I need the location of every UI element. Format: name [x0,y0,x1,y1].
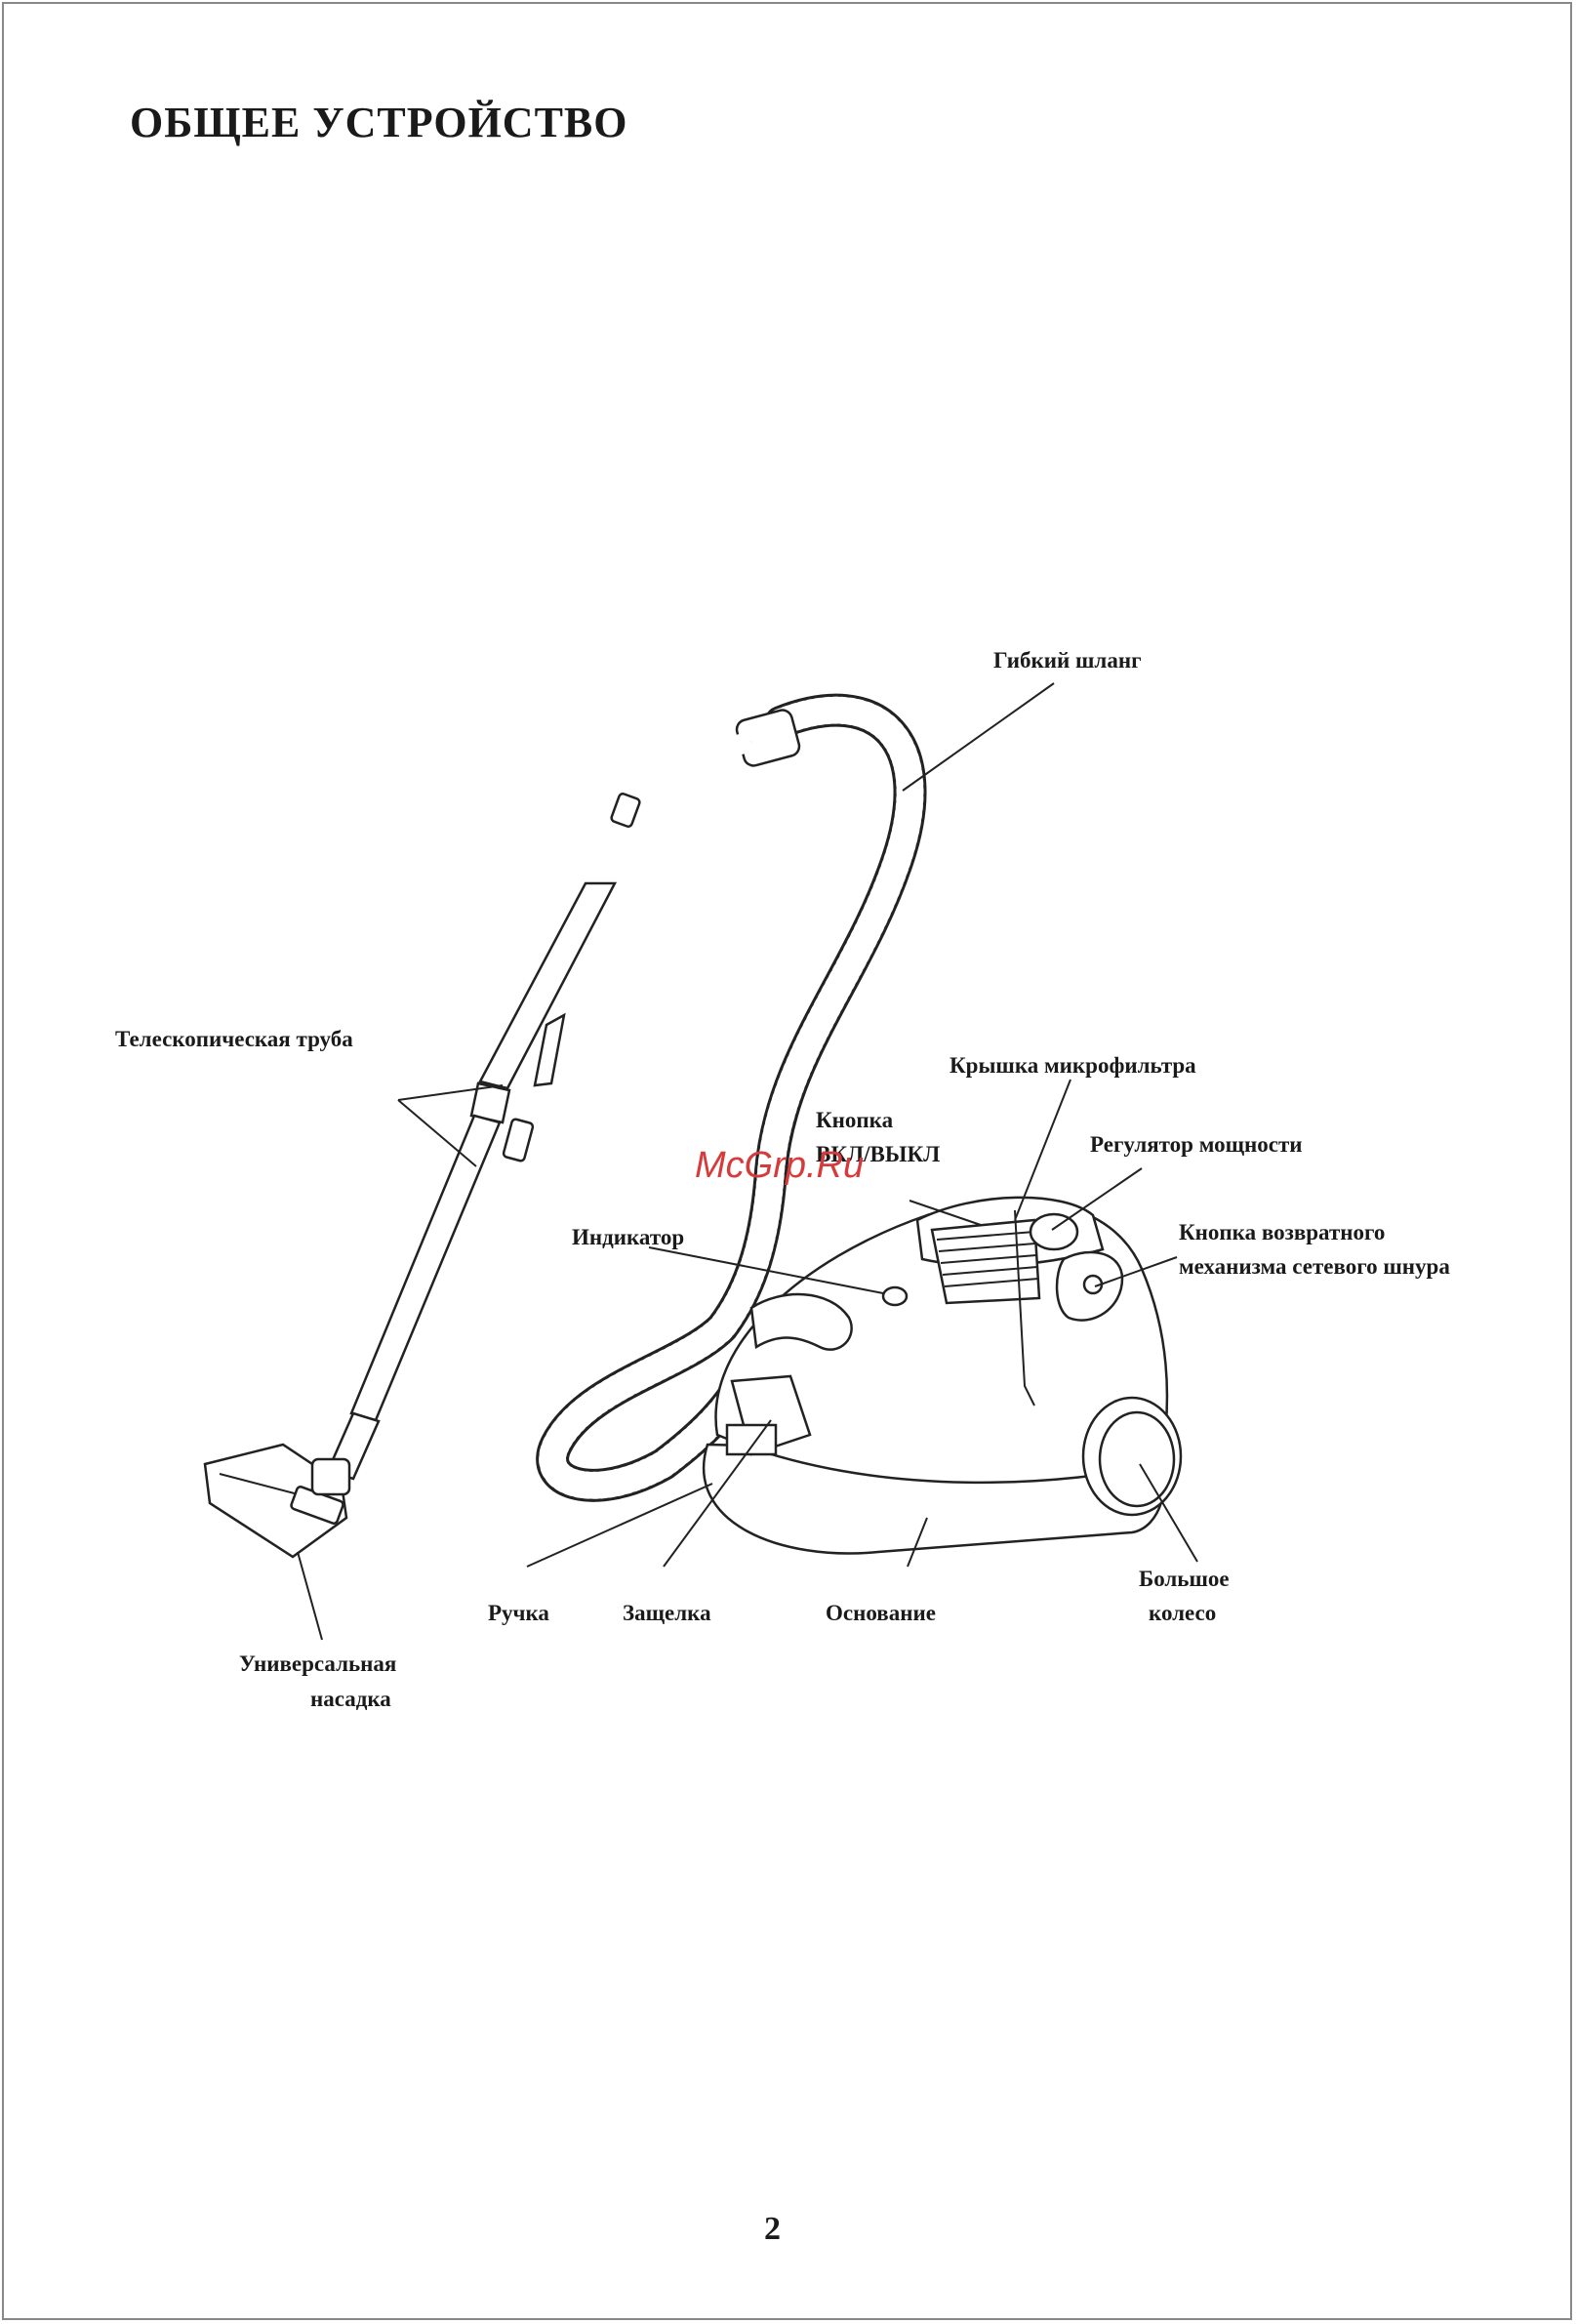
label-wheel-line2: колесо [1149,1601,1216,1625]
label-cord-button-line2: механизма сетевого шнура [1179,1254,1450,1279]
label-cord-button-line1: Кнопка возвратного [1179,1220,1385,1244]
label-nozzle-line1: Универсальная [239,1651,396,1676]
label-filter-cover: Крышка микрофильтра [950,1053,1196,1078]
label-base: Основание [826,1601,936,1625]
nozzle-drawing [205,1445,349,1557]
label-latch: Защелка [623,1601,711,1625]
label-tube: Телескопическая труба [115,1027,353,1051]
label-handle: Ручка [488,1601,549,1625]
label-nozzle-line2: насадка [310,1687,391,1711]
label-power-button-line1: Кнопка [816,1108,894,1132]
label-indicator: Индикатор [572,1225,684,1249]
label-wheel-line1: Большое [1139,1567,1230,1591]
watermark: McGrp.Ru [695,1145,864,1186]
label-power-regulator: Регулятор мощности [1090,1132,1303,1157]
page-number: 2 [764,2211,781,2248]
label-hose: Гибкий шланг [993,648,1142,673]
